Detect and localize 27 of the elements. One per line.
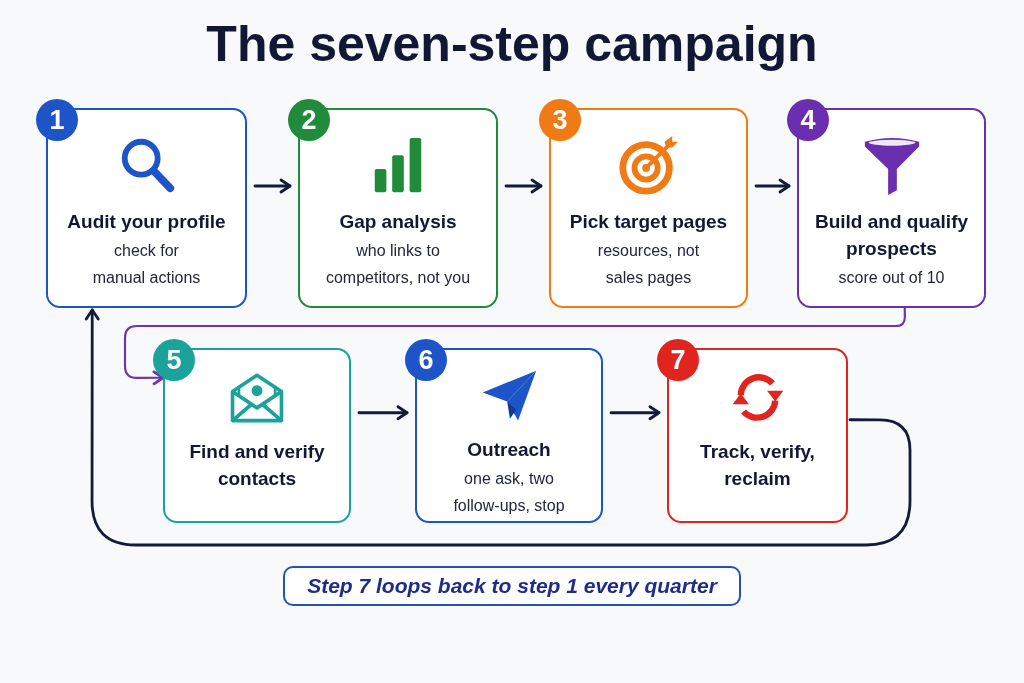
arrow (504, 178, 543, 194)
step-number-badge: 5 (153, 339, 195, 381)
arrow (253, 178, 292, 194)
step-title: Gap analysis (339, 210, 457, 234)
step-number-badge: 7 (657, 339, 699, 381)
arrow (754, 178, 791, 194)
arrow (609, 405, 661, 421)
arrow (84, 308, 912, 547)
step-number-badge: 2 (288, 99, 330, 141)
page-title: The seven-step campaign (206, 15, 818, 74)
step-description: who links to competitors, not you (324, 241, 472, 288)
step-number-badge: 6 (405, 339, 447, 381)
step-number-badge: 1 (36, 99, 78, 141)
note-banner: Step 7 loops back to step 1 every quarter (283, 566, 741, 606)
step-description: score out of 10 (838, 268, 945, 288)
step-description: resources, not sales pages (596, 241, 701, 288)
step-title: Audit your profile (67, 210, 226, 234)
step-title: Track, verify, reclaim (699, 440, 816, 491)
step-description: one ask, two follow-ups, stop (452, 469, 566, 516)
step-number-badge: 3 (539, 99, 581, 141)
step-title: Build and qualify prospects (813, 210, 970, 261)
step-title: Outreach (467, 438, 551, 462)
arrow (357, 405, 409, 421)
step-title: Find and verify contacts (188, 440, 326, 491)
step-description: check for manual actions (91, 241, 202, 288)
step-number-badge: 4 (787, 99, 829, 141)
step-title: Pick target pages (569, 210, 728, 234)
